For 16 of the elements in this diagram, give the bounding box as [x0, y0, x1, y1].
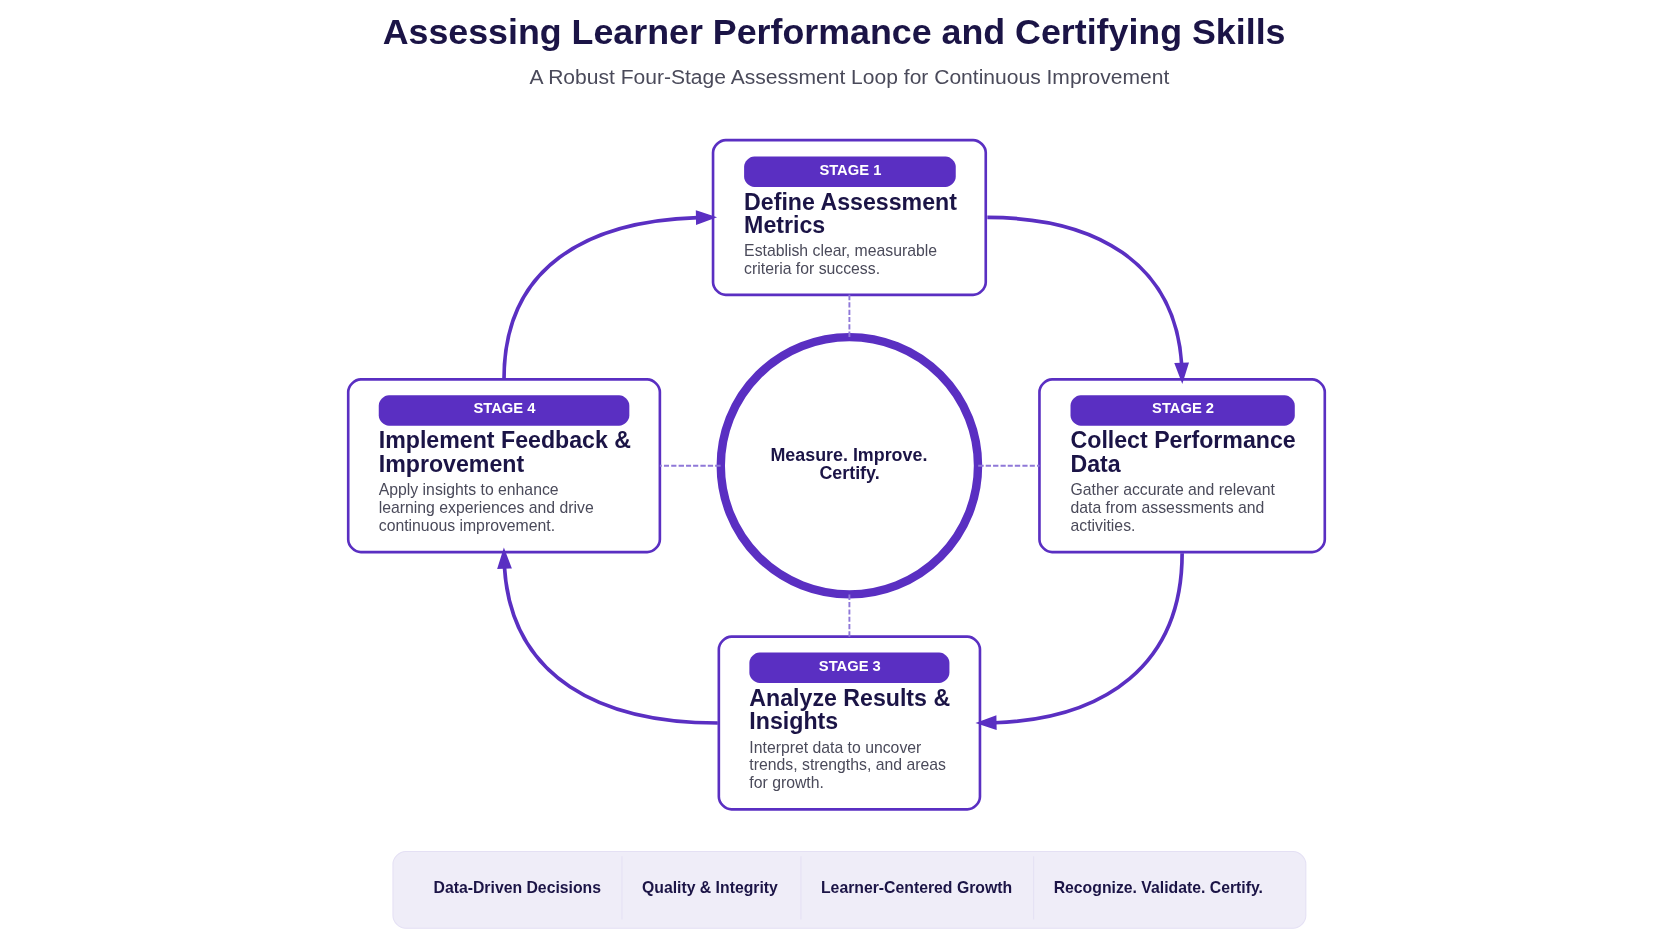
- arrow: [501, 210, 717, 379]
- arrow: [496, 547, 718, 725]
- node-box: STAGE 1 Define Assessment Metrics Establish clear, measurable criteria for success.: [711, 138, 987, 297]
- connector: [976, 464, 1040, 467]
- connector: [658, 464, 722, 467]
- arrow: [974, 553, 1184, 731]
- connector: [847, 593, 850, 638]
- node-box: STAGE 2 Collect Performance Data Gather accurate and relevant data from assessments and activities.: [1037, 378, 1326, 554]
- arrow: [986, 215, 1189, 384]
- label: A Robust Four-Stage Assessment Loop for Continuous Improvement: [528, 65, 1169, 89]
- connector: [847, 293, 850, 338]
- diagram-title: Assessing Learner Performance and Certifying Skills: [382, 12, 1286, 53]
- node-box: Data-Driven Decisions Quality & Integrity Learner-Centered Growth Recognize. Validate. Certify.: [391, 850, 1306, 929]
- node-box: STAGE 3 Analyze Results & Insights Interpret data to uncover trends, strengths, and areas for growth.: [717, 635, 981, 811]
- node-circle: Measure. Improve. Certify.: [716, 332, 982, 599]
- node-box: STAGE 4 Implement Feedback & Improvement Apply insights to enhance learning experiences and drive continuous improvement.: [346, 378, 661, 554]
